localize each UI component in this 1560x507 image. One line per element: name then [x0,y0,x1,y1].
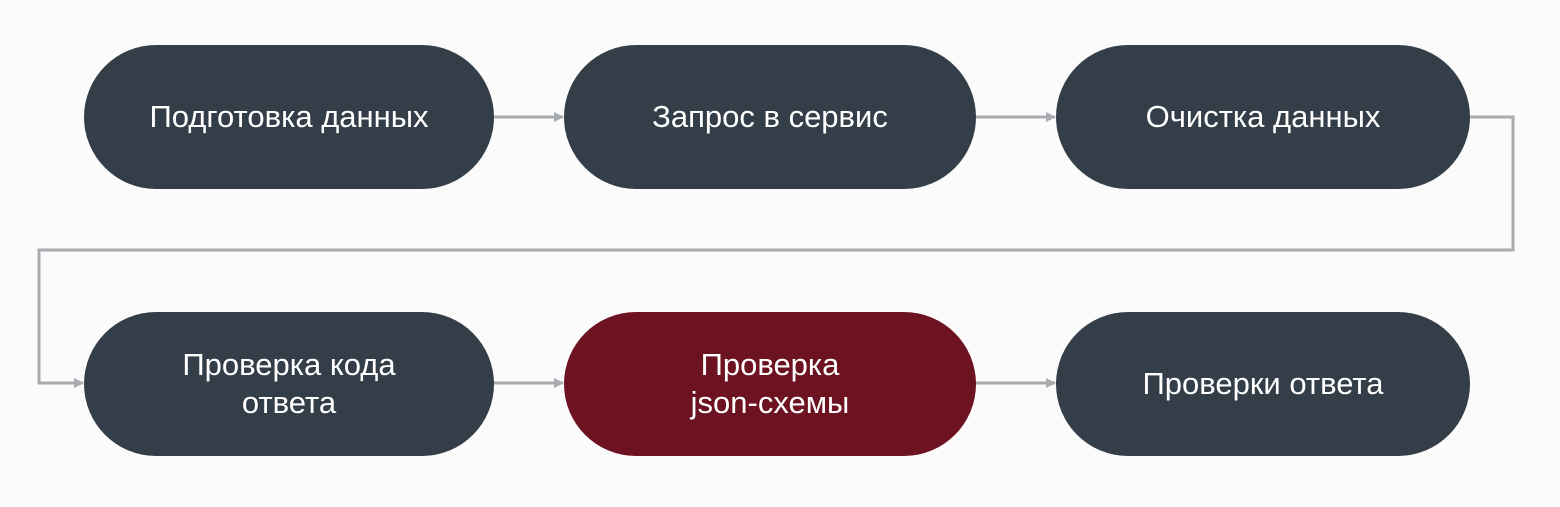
step-service-request: Запрос в сервис [564,45,976,189]
arrow-3-4 [37,115,1515,388]
step-label: Подготовка данных [149,99,429,134]
step-check-response-code: Проверка кода ответа [84,312,494,456]
step-label: Проверки ответа [1142,366,1384,401]
step-response-checks: Проверки ответа [1056,312,1470,456]
step-clean-data: Очистка данных [1056,45,1470,189]
step-check-json-schema: Проверка json-схемы [564,312,976,456]
step-label: Проверка кода ответа [182,347,396,420]
step-label: Запрос в сервис [652,99,888,134]
step-label: Очистка данных [1145,99,1381,134]
step-label: Проверка json-схемы [690,347,850,420]
step-prepare-data: Подготовка данных [84,45,494,189]
